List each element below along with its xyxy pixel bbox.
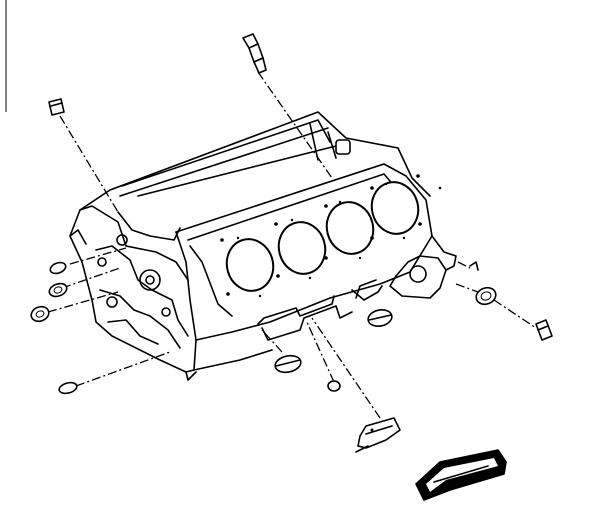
core-plug-right bbox=[367, 308, 393, 328]
right-sensor bbox=[535, 319, 553, 341]
cylinder-bore-3 bbox=[325, 201, 375, 255]
cylinder-bores bbox=[225, 181, 420, 292]
left-lower-sensor bbox=[58, 381, 78, 395]
left-plug-lower bbox=[30, 305, 50, 323]
reference-dot bbox=[438, 186, 442, 190]
head-bolt-holes bbox=[220, 174, 422, 298]
bottom-sensor bbox=[355, 417, 401, 453]
core-plug-left bbox=[274, 354, 302, 374]
leader-lines bbox=[47, 71, 537, 419]
cylinder-bore-1 bbox=[225, 238, 275, 292]
engine-block bbox=[69, 111, 457, 381]
cylinder-bore-2 bbox=[277, 221, 327, 275]
bottom-small-plug bbox=[327, 380, 341, 392]
top-left-sensor bbox=[48, 98, 65, 116]
cylinder-bore-4 bbox=[370, 181, 420, 235]
left-plug-upper bbox=[49, 261, 67, 275]
left-plug-middle bbox=[48, 282, 68, 298]
view-arrow bbox=[415, 449, 507, 501]
right-plug bbox=[469, 261, 497, 306]
top-rear-sensor bbox=[242, 33, 267, 74]
